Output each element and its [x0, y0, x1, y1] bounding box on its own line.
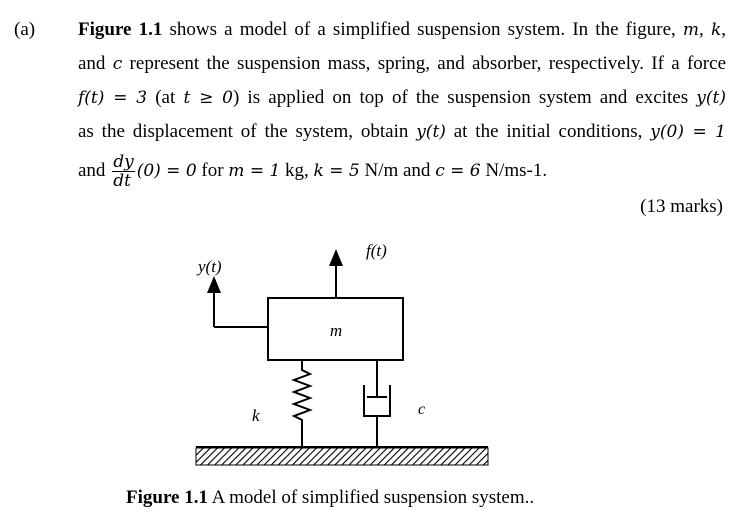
- marks-allocation: (13 marks): [640, 196, 723, 217]
- figure-reference: Figure 1.1: [78, 19, 163, 40]
- mass-block: [267, 297, 404, 361]
- spring-label: k: [252, 406, 260, 425]
- displacement-label: y(t): [196, 257, 222, 276]
- figure-caption: Figure 1.1 A model of simplified suspens…: [126, 487, 535, 508]
- damper: [363, 360, 391, 447]
- displacement-arrow-head: [207, 276, 221, 293]
- spring: [291, 360, 313, 447]
- question-line-4: as the displacement of the system, obtai…: [78, 121, 726, 142]
- question-line-3: f(t) = 3 (at t ≥ 0) is applied on top of…: [78, 87, 726, 108]
- ground-hatch: [195, 447, 489, 466]
- force-arrow-head: [329, 249, 343, 266]
- question-label: (a): [14, 19, 36, 40]
- question-text: Figure 1.1 shows a model of a simplified…: [78, 13, 727, 191]
- mass-label: m: [330, 321, 342, 340]
- question-line-2: and c represent the suspension mass, spr…: [78, 53, 727, 74]
- damper-label: c: [418, 401, 425, 418]
- question-line-1: Figure 1.1 shows a model of a simplified…: [78, 19, 727, 40]
- force-label: f(t): [366, 241, 387, 260]
